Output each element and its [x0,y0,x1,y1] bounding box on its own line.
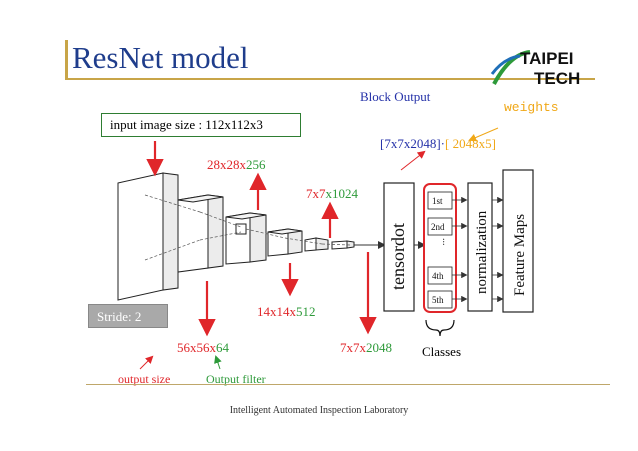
slide-title: ResNet model [72,40,249,75]
weights-shape: [ 2048x5] [445,136,496,151]
conv-layer-1 [177,194,224,273]
normalization-box [467,182,493,312]
output-size-label: output size [118,372,171,386]
slide-footer: Intelligent Automated Inspection Laborat… [229,405,409,416]
weights-label: weights [504,100,559,115]
title-underline [65,78,595,80]
logo-line2: TECH [534,69,580,88]
class-5th: 5th [432,295,444,305]
projection-lines [144,194,351,261]
taipei-tech-logo: TAIPEI TECH [490,49,580,88]
input-size-box: input image size : 112x112x3 [101,113,301,137]
class-ellipsis: ... [440,238,451,246]
class-1st: 1st [432,196,443,206]
title-accent-bar [65,40,68,78]
block-output-shape: [7x7x2048]· [380,136,445,151]
classes-label: Classes [422,344,461,359]
class-4th: 4th [432,271,444,281]
output-filter-label: Output filter [206,372,266,386]
dim-7-1024: 7x7x1024 [306,186,358,201]
normalization-label: normalization [474,210,490,294]
tensordot-label: tensordot [388,223,408,290]
stride-box: Stride: 2 [88,304,168,328]
class-2nd: 2nd [431,222,445,232]
footer-rule [86,384,610,385]
block-output-label: Block Output [360,89,431,104]
dim-7-2048: 7x7x2048 [340,340,392,355]
dim-56: 56x56x64 [177,340,229,355]
feature-maps-box [502,169,534,313]
feature-maps-label: Feature Maps [512,214,528,296]
dim-14: 14x14x512 [257,304,316,319]
input-layer [117,172,179,301]
classes-brace [425,319,455,337]
tensordot-box [383,182,415,312]
output-expression: [7x7x2048]·[ 2048x5] [380,136,496,152]
logo-line1: TAIPEI [520,49,574,68]
conv-layer-2 [225,212,267,265]
conv-layer-3 [267,228,303,257]
conv-layer-4 [304,237,329,252]
dim-28: 28x28x256 [207,157,266,172]
conv-layer-5 [331,240,355,250]
